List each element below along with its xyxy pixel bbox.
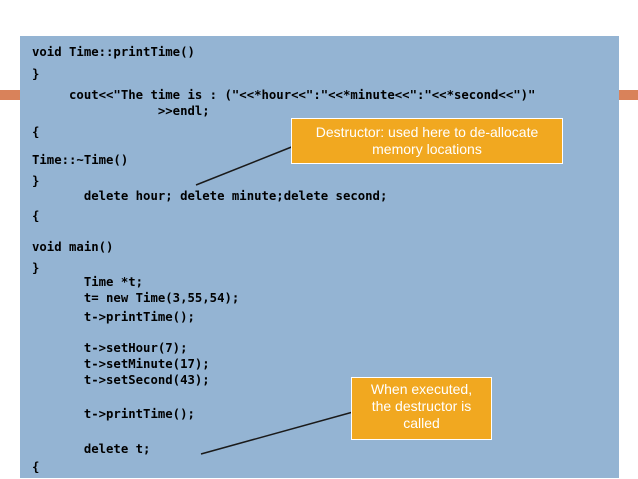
- callout-text-line: called: [403, 415, 440, 431]
- code-line: t->setMinute(17);: [32, 357, 210, 371]
- code-line: cout<<"The time is : ("<<*hour<<":"<<*mi…: [32, 88, 536, 102]
- code-line: void Time::printTime(): [32, 45, 195, 59]
- code-line: void main(): [32, 240, 114, 254]
- code-line: >>endl;: [32, 104, 210, 118]
- callout-text-line: the destructor is: [371, 398, 472, 414]
- callout-text-line: memory locations: [372, 141, 482, 157]
- executed-callout: When executed, the destructor is called: [351, 377, 492, 440]
- code-line: delete t;: [32, 442, 151, 456]
- code-line: t->setHour(7);: [32, 341, 188, 355]
- code-line: }: [32, 174, 40, 188]
- code-line: t->setSecond(43);: [32, 373, 210, 387]
- accent-bar-left: [0, 90, 34, 100]
- code-line: Time *t;: [32, 275, 144, 289]
- callout-text-line: Destructor: used here to de-allocate: [315, 124, 539, 140]
- accent-bar-right: [619, 90, 638, 100]
- code-panel: void Time::printTime() } cout<<"The time…: [20, 36, 619, 478]
- code-line: }: [32, 67, 40, 81]
- destructor-leader-line: [195, 145, 295, 186]
- code-line: t->printTime();: [32, 407, 195, 421]
- code-line: {: [32, 209, 40, 223]
- executed-leader-line: [200, 411, 354, 455]
- callout-text-line: When executed,: [370, 381, 473, 397]
- code-line: {: [32, 125, 40, 139]
- code-line: delete hour; delete minute;delete second…: [32, 189, 388, 203]
- code-line: {: [32, 460, 40, 474]
- code-line: Time::~Time(): [32, 153, 129, 167]
- code-line: }: [32, 261, 40, 275]
- destructor-callout: Destructor: used here to de-allocate mem…: [291, 118, 563, 164]
- code-line: t->printTime();: [32, 310, 195, 324]
- code-line: t= new Time(3,55,54);: [32, 291, 240, 305]
